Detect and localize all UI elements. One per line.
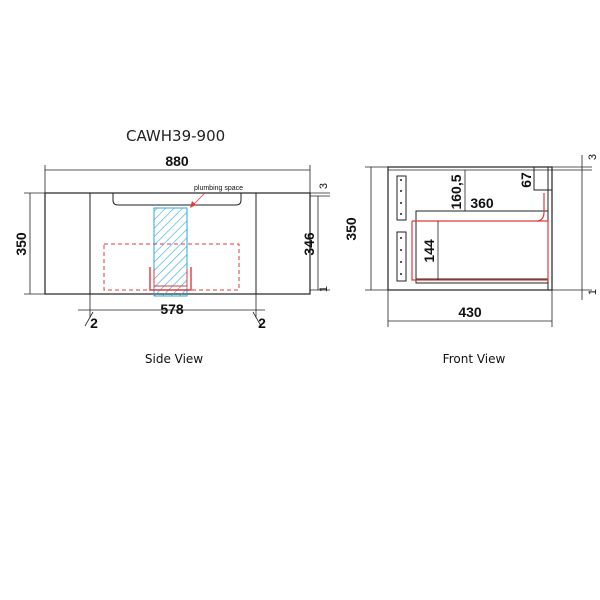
top-notch	[533, 167, 552, 191]
trap-outline	[149, 267, 192, 291]
dim-160-label: 160,5	[448, 174, 464, 209]
runner-upper	[396, 175, 407, 221]
leader-line	[84, 311, 94, 327]
dim-360-label: 360	[470, 195, 494, 211]
dim-430-label: 430	[458, 304, 482, 320]
leader-line	[252, 311, 262, 327]
dim-144-label: 144	[421, 239, 437, 263]
runner-lower	[396, 231, 407, 282]
dim-350-side-label: 350	[13, 232, 29, 256]
drawing-title: CAWH39-900	[126, 127, 225, 145]
dim-346-label: 346	[301, 232, 317, 256]
trap-inner	[153, 269, 188, 287]
front-view: 67 160,5 360 144 350 430 3 1	[343, 154, 599, 327]
drawer-red-outline	[411, 193, 549, 281]
dim-1-side-label: 1	[318, 286, 330, 292]
dim-3-front-label: 3	[587, 154, 599, 160]
dim-880-label: 880	[165, 153, 189, 169]
front-cabinet-outline	[387, 166, 553, 291]
dim-2-right-label: 2	[258, 315, 266, 331]
dim-3-side-label: 3	[318, 183, 330, 189]
plumbing-leader-arrow	[190, 201, 196, 208]
dim-67-label: 67	[518, 172, 534, 188]
front-view-caption: Front View	[443, 352, 506, 366]
dim-1-front-label: 1	[587, 289, 599, 295]
handle-recess	[112, 193, 242, 206]
plumbing-space-label: plumbing space	[194, 185, 243, 192]
runner-holes	[400, 179, 402, 275]
dim-350-front-label: 350	[343, 217, 359, 241]
side-view: 880 350 346 3 1 578 2 2 plumbing space	[13, 153, 330, 331]
side-view-caption: Side View	[145, 352, 203, 366]
dim-578-label: 578	[160, 301, 184, 317]
dim-2-left-label: 2	[90, 315, 98, 331]
plumbing-leader	[192, 192, 206, 206]
drawer-body	[415, 210, 549, 222]
plumbing-space-zone	[153, 207, 188, 297]
